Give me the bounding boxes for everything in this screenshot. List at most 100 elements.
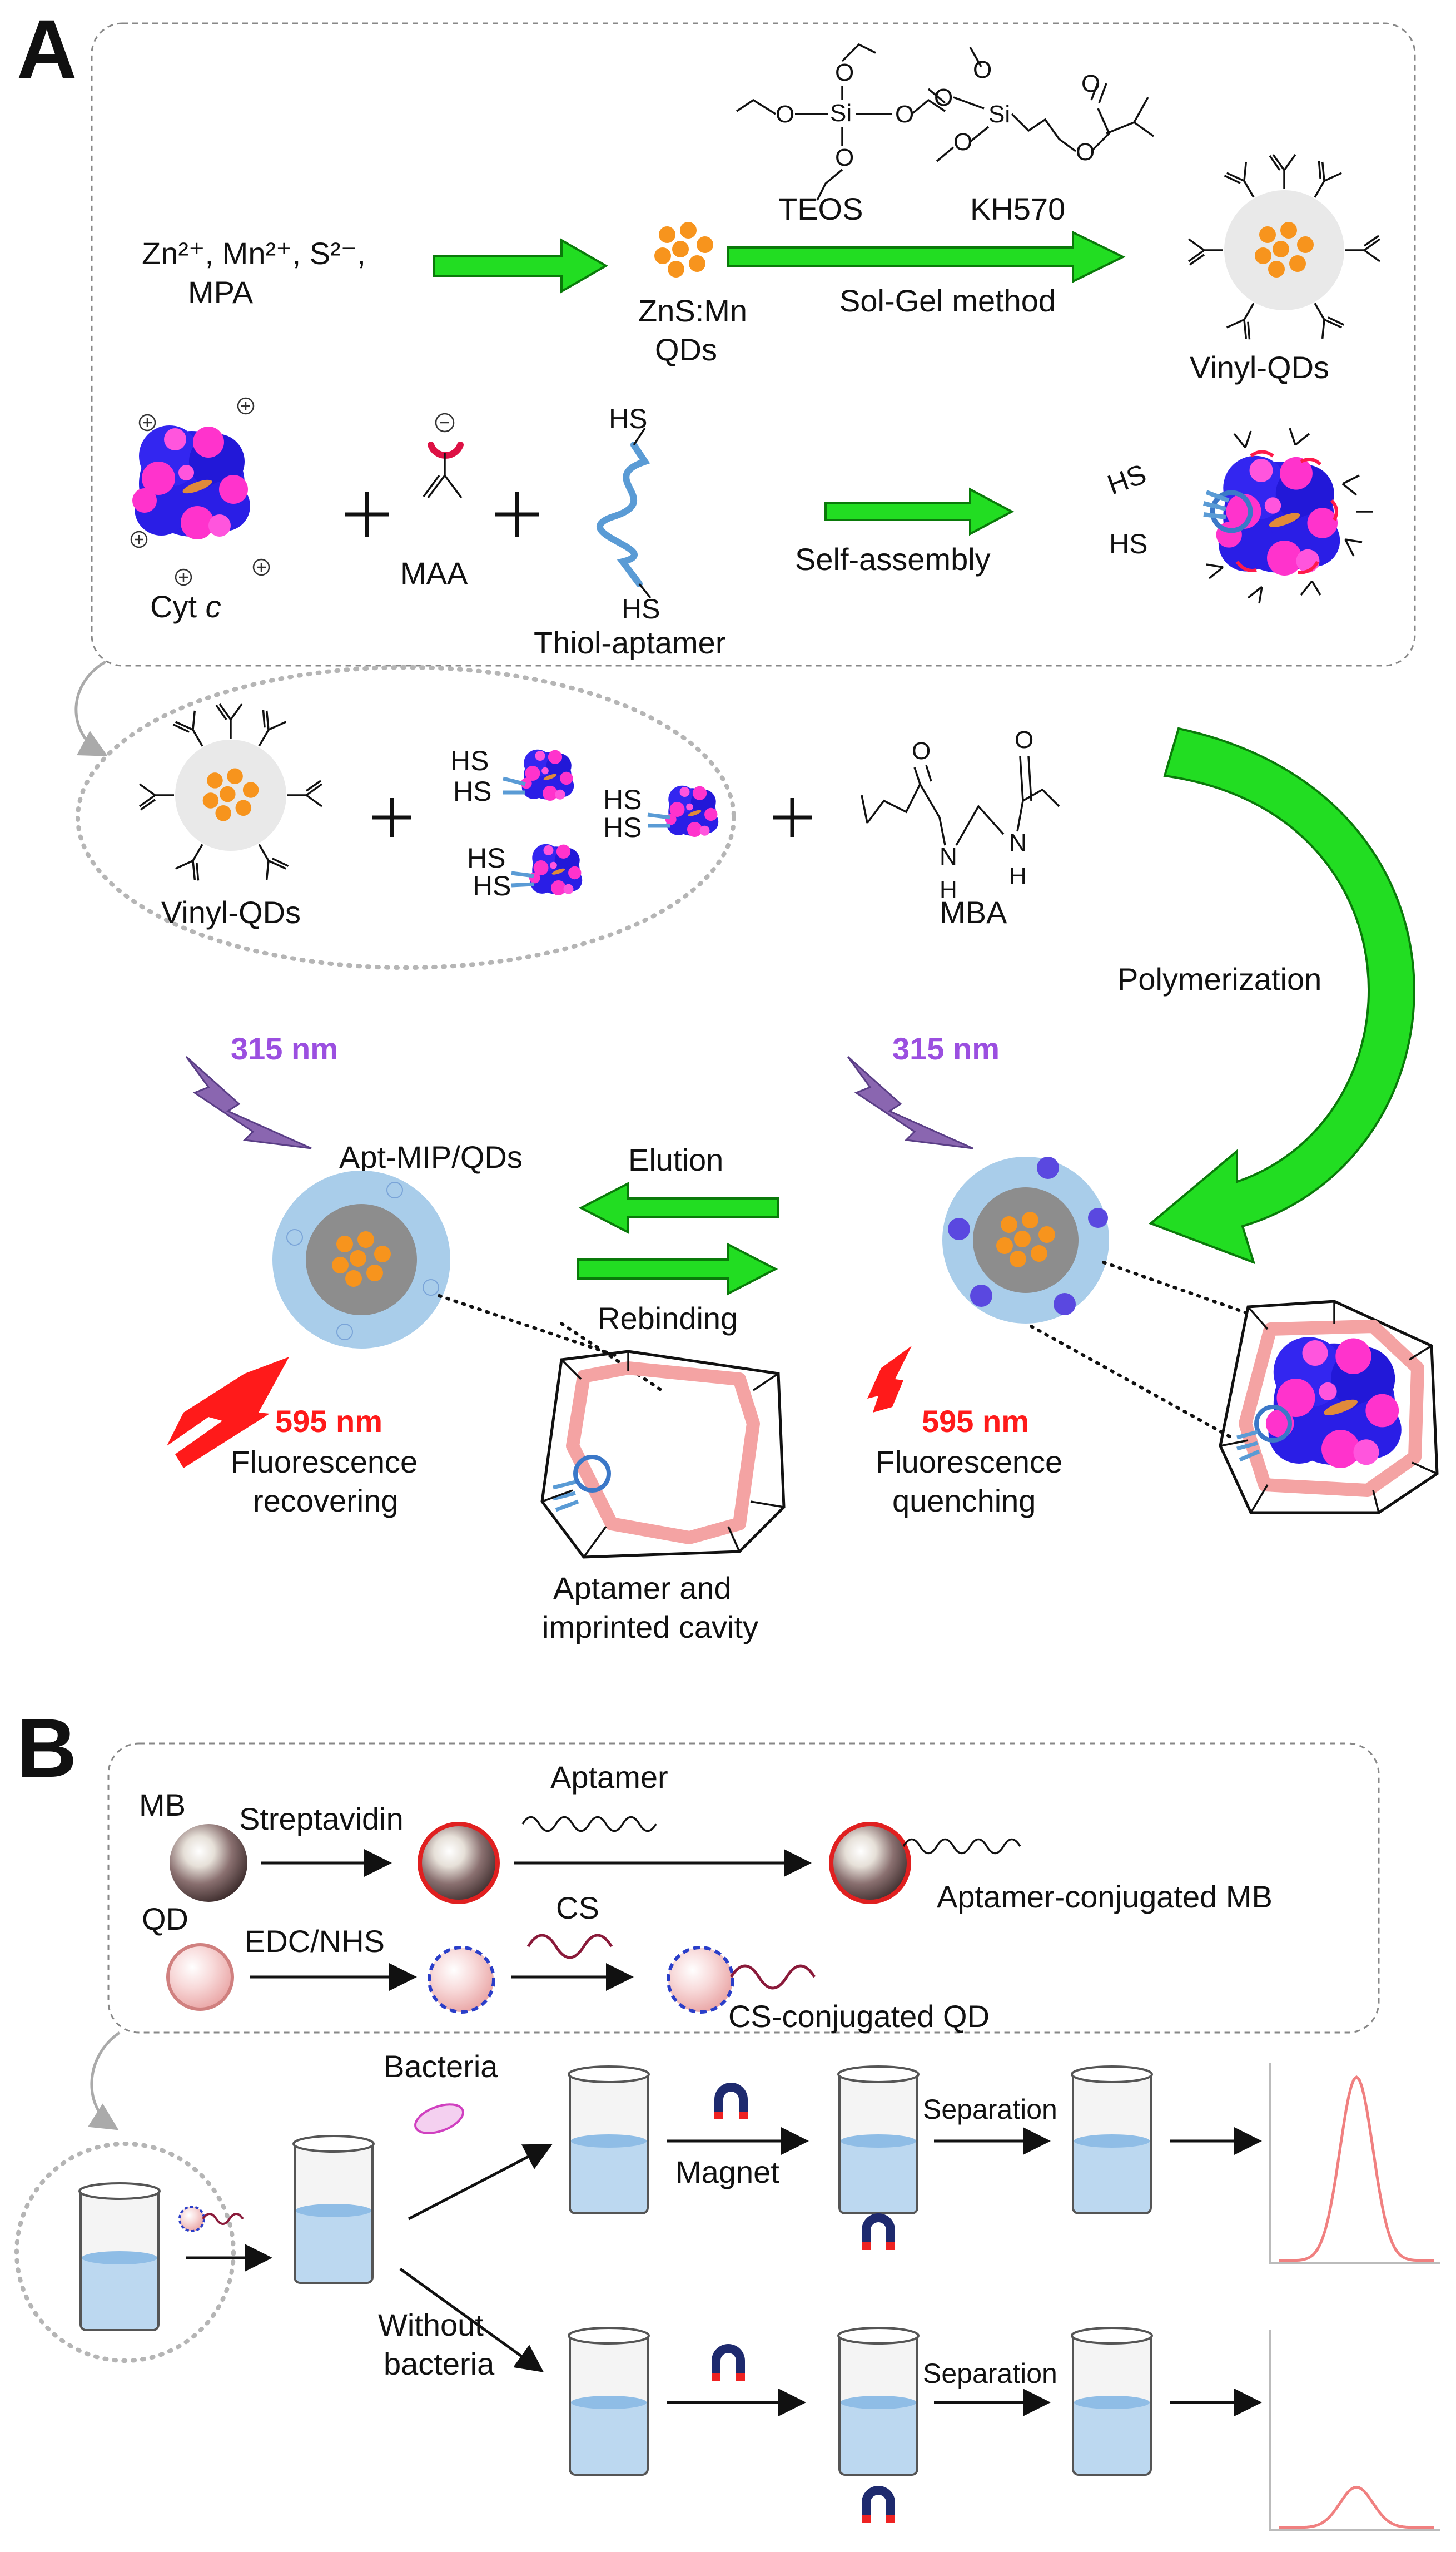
emission-left: 595 nm: [275, 1404, 382, 1439]
bacteria-label: Bacteria: [384, 2049, 498, 2084]
quantum-dot: [166, 1943, 234, 2011]
svg-text:O: O: [973, 56, 992, 83]
svg-text:Si: Si: [830, 100, 852, 127]
svg-text:O: O: [1076, 138, 1095, 166]
svg-text:H: H: [1009, 863, 1027, 890]
hs-complex-2: HS: [1109, 528, 1147, 559]
magnet-icon-bottom: [712, 2344, 745, 2381]
separation-bottom-label: Separation: [923, 2358, 1057, 2389]
imprinted-cavity: [540, 1350, 786, 1559]
mb-label: MB: [139, 1787, 186, 1822]
filled-cavity: [1219, 1300, 1439, 1514]
arrow-rebinding: [577, 1242, 778, 1296]
plus-3: [372, 798, 411, 837]
sol-gel-label: Sol-Gel method: [839, 283, 1056, 318]
svg-text:N: N: [1009, 829, 1027, 856]
magnetic-bead: [170, 1824, 247, 1902]
zoom-lines-right: [1030, 1261, 1247, 1439]
hs-bottom: HS: [622, 593, 660, 625]
magnet-under-beaker-bottom: [862, 2486, 895, 2523]
svg-text:Si: Si: [988, 101, 1010, 128]
beaker-separated-top: [1071, 2065, 1153, 2214]
cytc-label: Cyt c: [150, 589, 221, 624]
hs-g3b: HS: [473, 870, 511, 901]
separation-top-label: Separation: [923, 2094, 1057, 2125]
lightning-purple-left: [185, 1056, 312, 1149]
teos-label: TEOS: [778, 191, 863, 226]
fluor-recover-line1: Fluorescence: [231, 1444, 418, 1479]
lightning-purple-right: [847, 1056, 973, 1149]
lightning-red-left: [167, 1357, 289, 1468]
hs-g2b: HS: [603, 812, 642, 843]
reagents-label: Zn²⁺, Mn²⁺, S²⁻, MPA: [142, 236, 366, 310]
qd-cs-tail: [729, 1964, 816, 1990]
thiol-aptamer-label: Thiol-aptamer: [534, 625, 725, 660]
beaker-separated-bottom: [1071, 2327, 1153, 2476]
hs-g3a: HS: [467, 843, 505, 874]
kh570-label: KH570: [970, 191, 1065, 226]
svg-text:O: O: [776, 101, 794, 128]
arrow-self-assembly: [824, 487, 1015, 536]
cs-strand: [526, 1934, 613, 1959]
aptamer-label: Aptamer: [550, 1760, 668, 1795]
svg-text:O: O: [912, 737, 931, 765]
added-qd: [178, 2206, 205, 2232]
aptamer-conjugated-bead: [829, 1822, 911, 1904]
teos-structure: Si O O O O: [736, 43, 946, 201]
reactants-ellipse: [76, 665, 736, 970]
without-bacteria-line1: Without: [378, 2307, 484, 2342]
fluor-quench-line2: quenching: [892, 1483, 1036, 1518]
positive-charges: [130, 397, 270, 586]
svg-text:O: O: [1015, 726, 1033, 754]
connector-arrow-b: [87, 2031, 121, 2130]
bacterium: [414, 2103, 464, 2134]
added-qd-tail: [202, 2213, 244, 2225]
vinyl-qds-label-top: Vinyl-QDs: [1190, 350, 1329, 385]
arrow-elution: [578, 1181, 779, 1235]
activated-qd: [428, 1946, 495, 2014]
streptavidin-bead: [418, 1822, 500, 1904]
complex-group: [503, 749, 719, 895]
elution-label: Elution: [628, 1142, 723, 1177]
kh570-structure: Si O O O O O: [927, 47, 1155, 166]
without-bacteria-line2: bacteria: [384, 2346, 495, 2381]
hs-top: HS: [609, 403, 647, 434]
emission-right: 595 nm: [922, 1404, 1029, 1439]
beaker-no-bacteria: [568, 2327, 650, 2476]
aptamer-mb-label: Aptamer-conjugated MB: [937, 1879, 1273, 1914]
excitation-left: 315 nm: [231, 1031, 338, 1066]
edc-nhs-label: EDC/NHS: [245, 1924, 385, 1959]
panel-b-conjugation-box: [107, 1742, 1380, 2034]
plus-1: [345, 492, 389, 537]
qd-label: QD: [142, 1901, 188, 1936]
svg-text:N: N: [940, 843, 957, 870]
panel-a-synthesis-box: [91, 22, 1416, 667]
reagents-line1: Zn²⁺, Mn²⁺, S²⁻,: [142, 236, 366, 271]
magnet-icon-top: [714, 2083, 748, 2119]
fluor-recover-line2: recovering: [253, 1483, 398, 1518]
svg-text:O: O: [934, 84, 953, 111]
qds-label-line2: QDs: [655, 332, 717, 367]
plus-2: [495, 492, 539, 537]
qds-label-line1: ZnS:Mn: [638, 293, 747, 328]
svg-text:O: O: [895, 101, 914, 128]
svg-text:O: O: [835, 144, 854, 171]
svg-text:O: O: [953, 128, 972, 156]
spectrum-peak-top: [1279, 2075, 1434, 2262]
self-assembly-label: Self-assembly: [795, 542, 991, 577]
excitation-right: 315 nm: [892, 1031, 1000, 1066]
reagents-line2: MPA: [188, 275, 254, 310]
hs-g1a: HS: [450, 745, 489, 776]
panel-label-a: A: [17, 2, 77, 96]
beaker-bacteria: [568, 2065, 650, 2214]
cs-label: CS: [556, 1890, 599, 1925]
cytc-protein: [132, 425, 250, 539]
beaker-magnet-top: [837, 2065, 920, 2214]
hs-g1b: HS: [453, 776, 491, 807]
svg-text:H: H: [940, 876, 957, 904]
apt-mip-particle-left: [272, 1171, 450, 1349]
maa-molecule: [423, 413, 464, 499]
fluor-quench-line1: Fluorescence: [876, 1444, 1062, 1479]
cavity-label-line2: imprinted cavity: [542, 1609, 758, 1644]
